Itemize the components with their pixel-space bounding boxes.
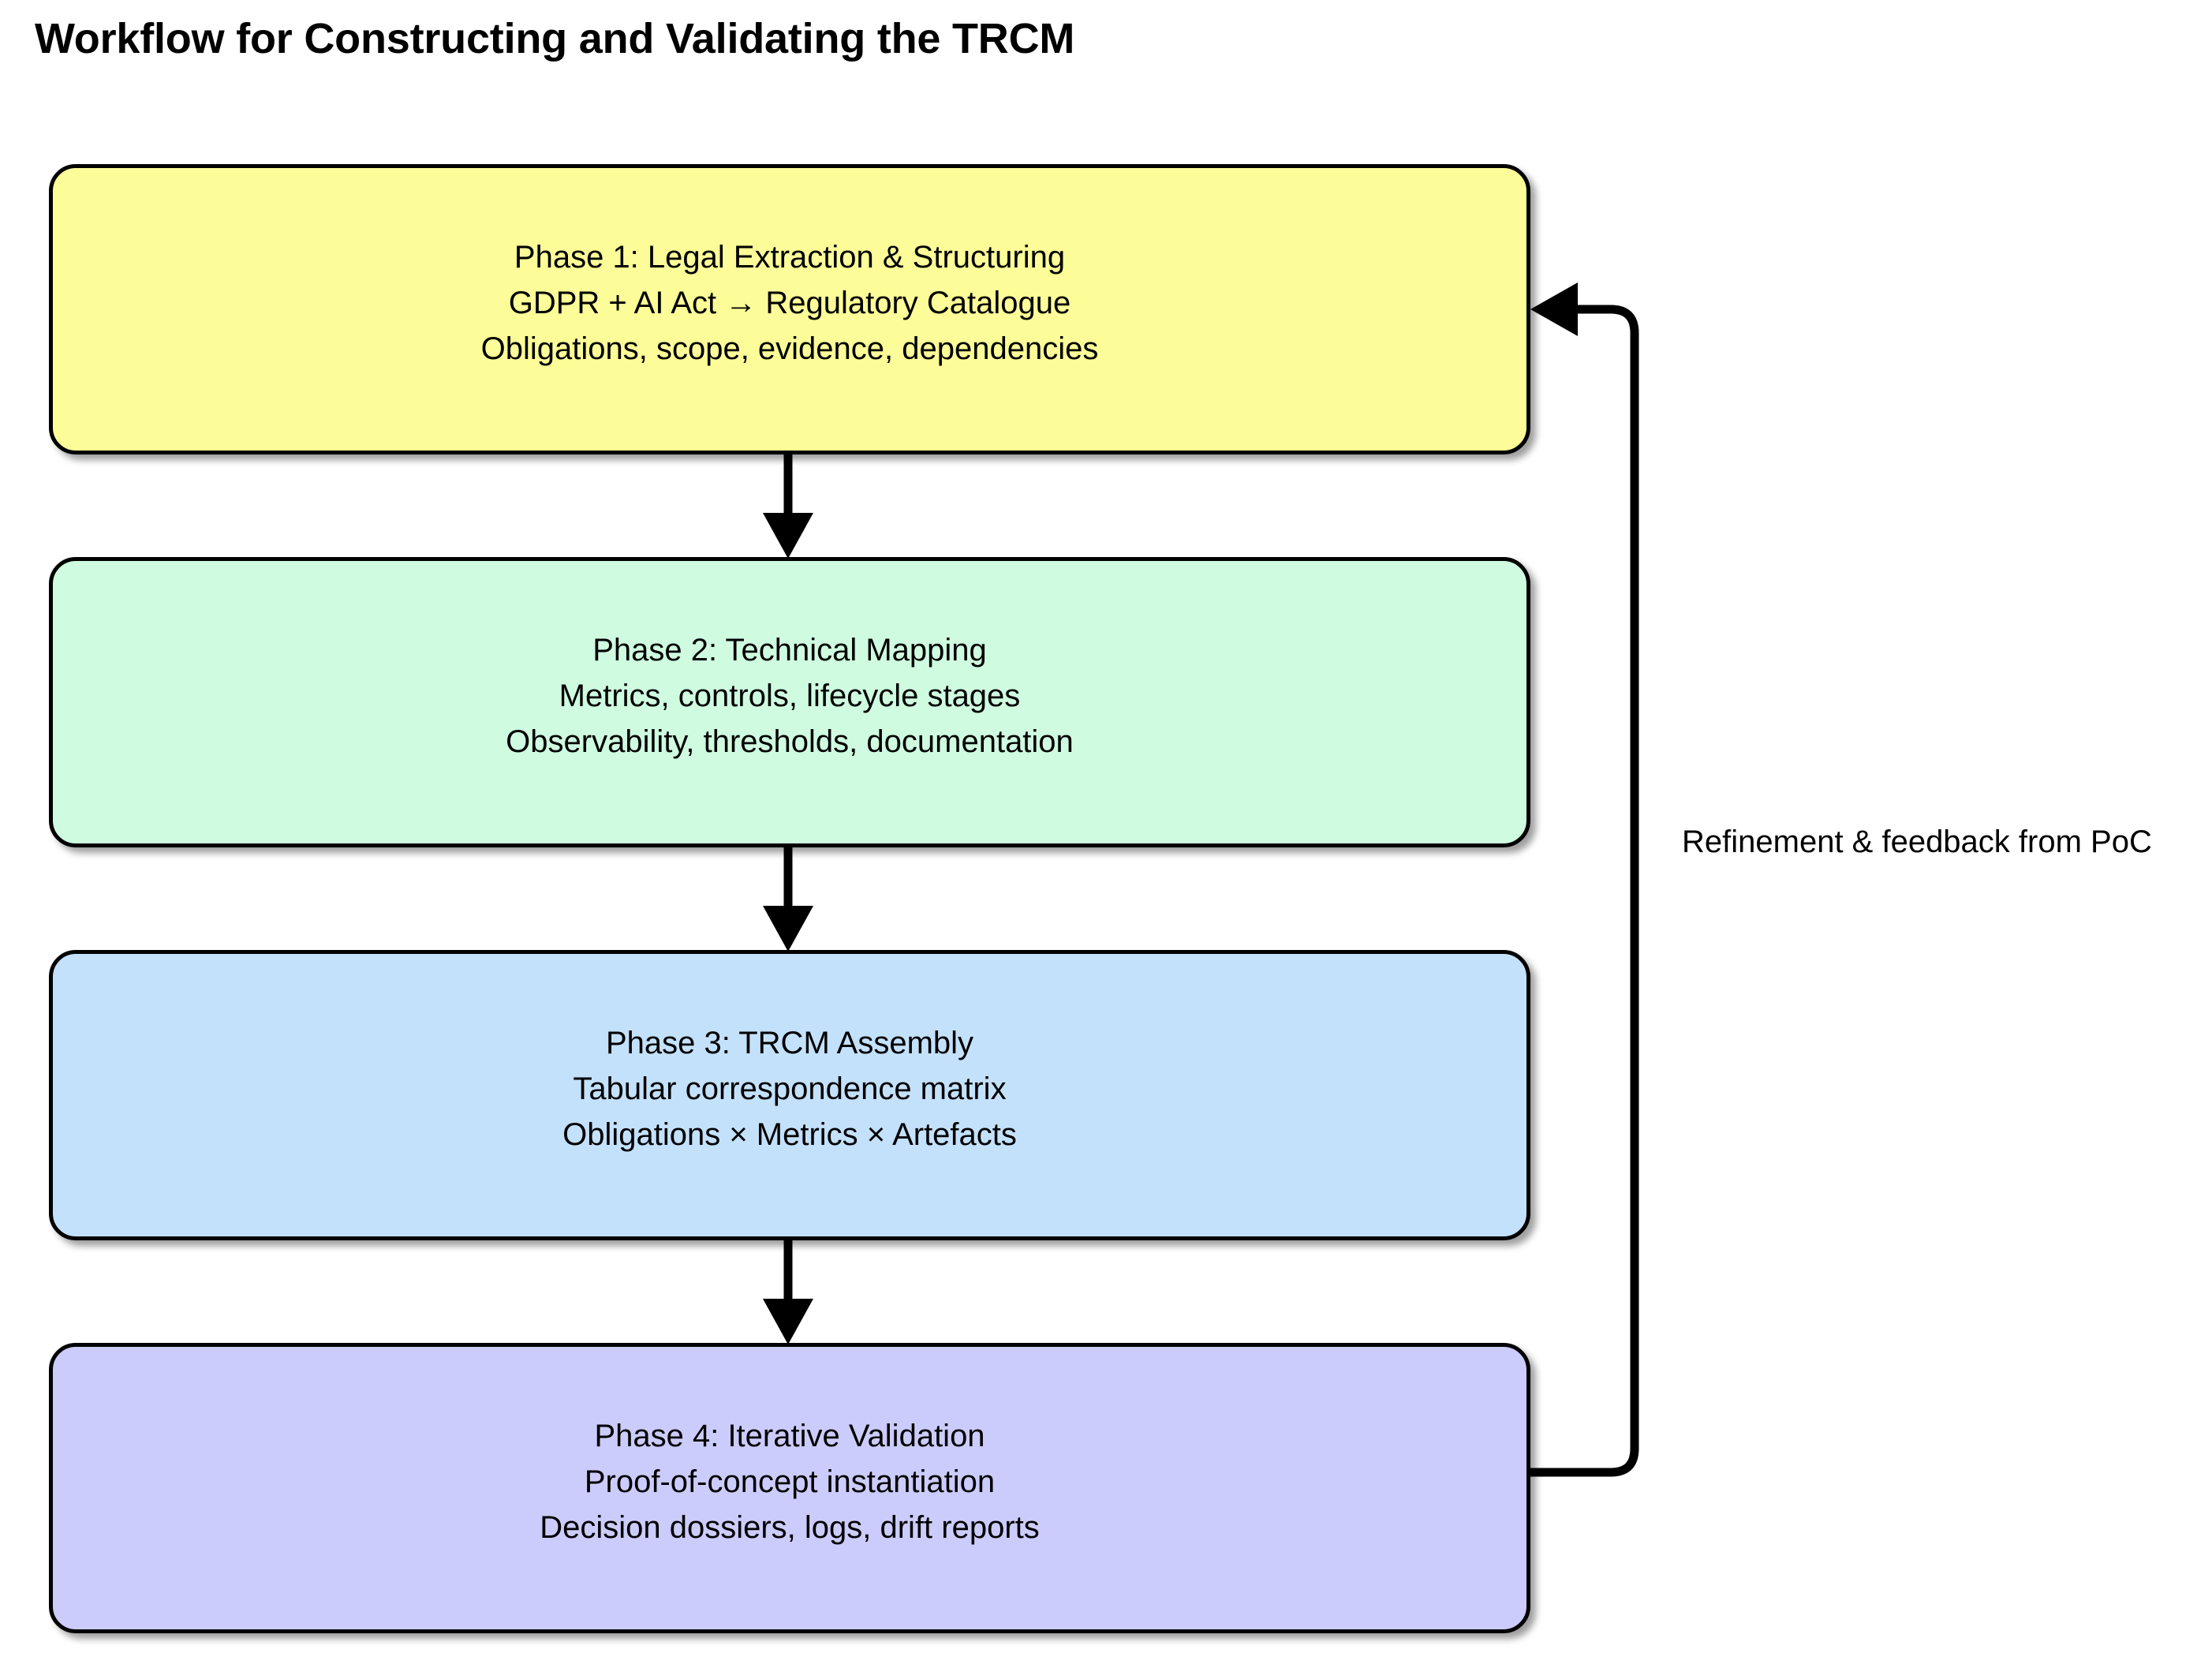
phase-2-node[interactable]: Phase 2: Technical Mapping Metrics, cont…	[49, 557, 1530, 847]
phase-1-line-2: GDPR + AI Act → Regulatory Catalogue	[508, 286, 1071, 320]
phase-1-line-3: Obligations, scope, evidence, dependenci…	[480, 331, 1099, 366]
page-title: Workflow for Constructing and Validating…	[35, 15, 1075, 62]
phase-3-line-2: Tabular correspondence matrix	[573, 1071, 1007, 1106]
feedback-loop-label: Refinement & feedback from PoC	[1682, 825, 2152, 859]
phase-3-text-block: Phase 3: TRCM Assembly Tabular correspon…	[53, 1020, 1526, 1157]
phase-2-line-3: Observability, thresholds, documentation	[506, 724, 1074, 759]
phase-2-line-2: Metrics, controls, lifecycle stages	[559, 679, 1021, 713]
edge-phase2-to-phase3-arrow	[763, 847, 813, 952]
edge-feedback-loop-arrow	[1530, 282, 1639, 1477]
edge-phase1-to-phase2-arrow	[763, 454, 813, 559]
phase-4-line-3: Decision dossiers, logs, drift reports	[540, 1510, 1040, 1545]
phase-1-text-block: Phase 1: Legal Extraction & Structuring …	[53, 234, 1526, 372]
phase-1-line-1: Phase 1: Legal Extraction & Structuring	[514, 240, 1066, 275]
phase-2-text-block: Phase 2: Technical Mapping Metrics, cont…	[53, 627, 1526, 765]
edge-phase3-to-phase4-arrow	[763, 1240, 813, 1344]
phase-1-node[interactable]: Phase 1: Legal Extraction & Structuring …	[49, 164, 1530, 454]
phase-3-line-1: Phase 3: TRCM Assembly	[605, 1026, 974, 1060]
phase-3-node[interactable]: Phase 3: TRCM Assembly Tabular correspon…	[49, 950, 1530, 1240]
phase-4-text-block: Phase 4: Iterative Validation Proof-of-c…	[53, 1413, 1526, 1550]
phase-2-line-1: Phase 2: Technical Mapping	[592, 633, 987, 668]
phase-4-line-2: Proof-of-concept instantiation	[584, 1464, 996, 1499]
phase-4-node[interactable]: Phase 4: Iterative Validation Proof-of-c…	[49, 1343, 1530, 1633]
phase-3-line-3: Obligations × Metrics × Artefacts	[562, 1117, 1017, 1152]
phase-4-line-1: Phase 4: Iterative Validation	[594, 1419, 985, 1453]
